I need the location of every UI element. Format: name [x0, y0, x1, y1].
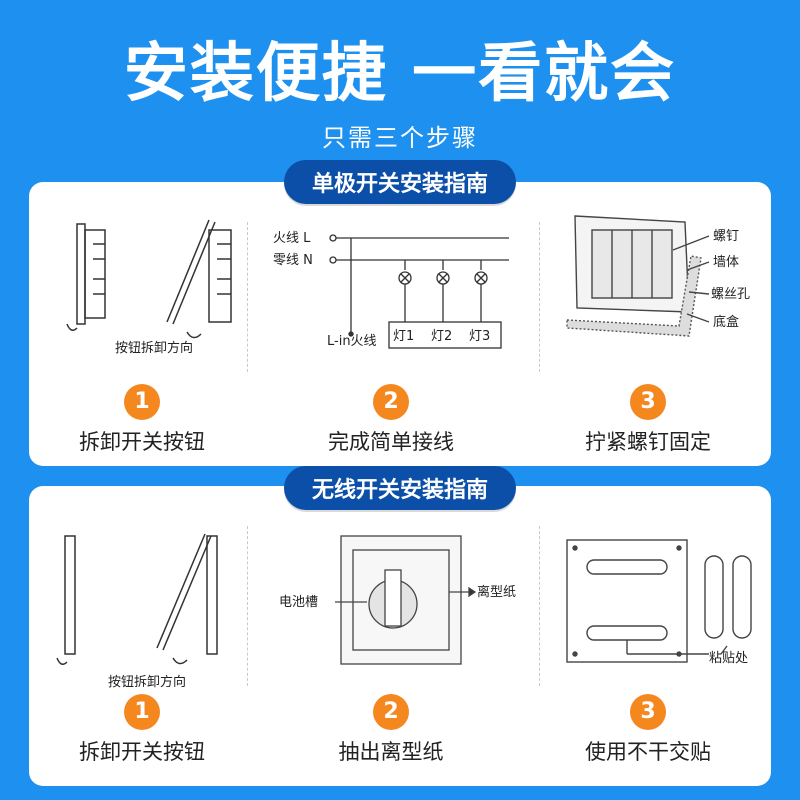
removal-direction-caption: 按钮拆卸方向 [115, 340, 193, 356]
section-title-wireless: 无线开关安装指南 [283, 466, 517, 510]
page-subtitle: 只需三个步骤 [322, 124, 478, 152]
wireless-button-removal-diagram: 按钮拆卸方向 [56, 533, 218, 690]
adhesive-diagram: 粘贴处 [566, 539, 752, 666]
step-1-label: 拆卸开关按钮 [79, 740, 205, 764]
step-2-badge: 2 [373, 694, 409, 730]
release-paper-label: 离型纸 [477, 584, 516, 600]
battery-slot-label: 电池槽 [279, 595, 318, 610]
step-1-badge: 1 [124, 384, 160, 420]
single-pole-guide-card: 单极开关安装指南 按钮拆卸方向 1 拆卸开关按钮 火线 L 零线 N [29, 160, 771, 466]
wiring-diagram: 火线 L 零线 N L-in火线 灯1 灯2 灯3 [273, 231, 509, 349]
step-3-label: 使用不干交贴 [585, 740, 711, 764]
step-1-badge: 1 [124, 694, 160, 730]
step-2-badge: 2 [373, 384, 409, 420]
l-in-label: L-in火线 [327, 334, 377, 349]
mounting-diagram: 螺钉 墙体 螺丝孔 底盒 [566, 215, 750, 337]
lamp-2-label: 灯2 [431, 329, 452, 344]
column-divider [247, 526, 248, 686]
section-title-single-pole: 单极开关安装指南 [283, 160, 517, 204]
step-3-label: 拧紧螺钉固定 [585, 430, 711, 454]
lamp-1-label: 灯1 [393, 329, 414, 344]
button-removal-diagram: 按钮拆卸方向 [66, 219, 232, 356]
wireless-removal-direction-caption: 按钮拆卸方向 [108, 674, 186, 690]
column-divider [539, 526, 540, 686]
live-wire-label: 火线 L [273, 231, 311, 246]
page-title: 安装便捷 一看就会 [123, 37, 677, 111]
lamp-3-label: 灯3 [469, 329, 490, 344]
wall-callout: 墙体 [713, 255, 739, 270]
step-3-badge: 3 [630, 384, 666, 420]
wireless-guide-card: 无线开关安装指南 按钮拆卸方向 1 拆卸开关按钮 电池槽 离型纸 2 抽出离型纸 [29, 466, 771, 786]
screw-callout: 螺钉 [713, 229, 739, 244]
step-2-label: 完成简单接线 [328, 430, 454, 454]
step-2-label: 抽出离型纸 [338, 740, 444, 764]
neutral-wire-label: 零线 N [273, 253, 313, 268]
battery-diagram: 电池槽 离型纸 [279, 535, 516, 665]
step-1-label: 拆卸开关按钮 [79, 430, 205, 454]
back-box-callout: 底盒 [713, 314, 739, 330]
column-divider [247, 222, 248, 372]
step-3-badge: 3 [630, 694, 666, 730]
screw-hole-callout: 螺丝孔 [711, 287, 750, 302]
sticky-area-label: 粘贴处 [709, 651, 748, 666]
column-divider [539, 222, 540, 372]
